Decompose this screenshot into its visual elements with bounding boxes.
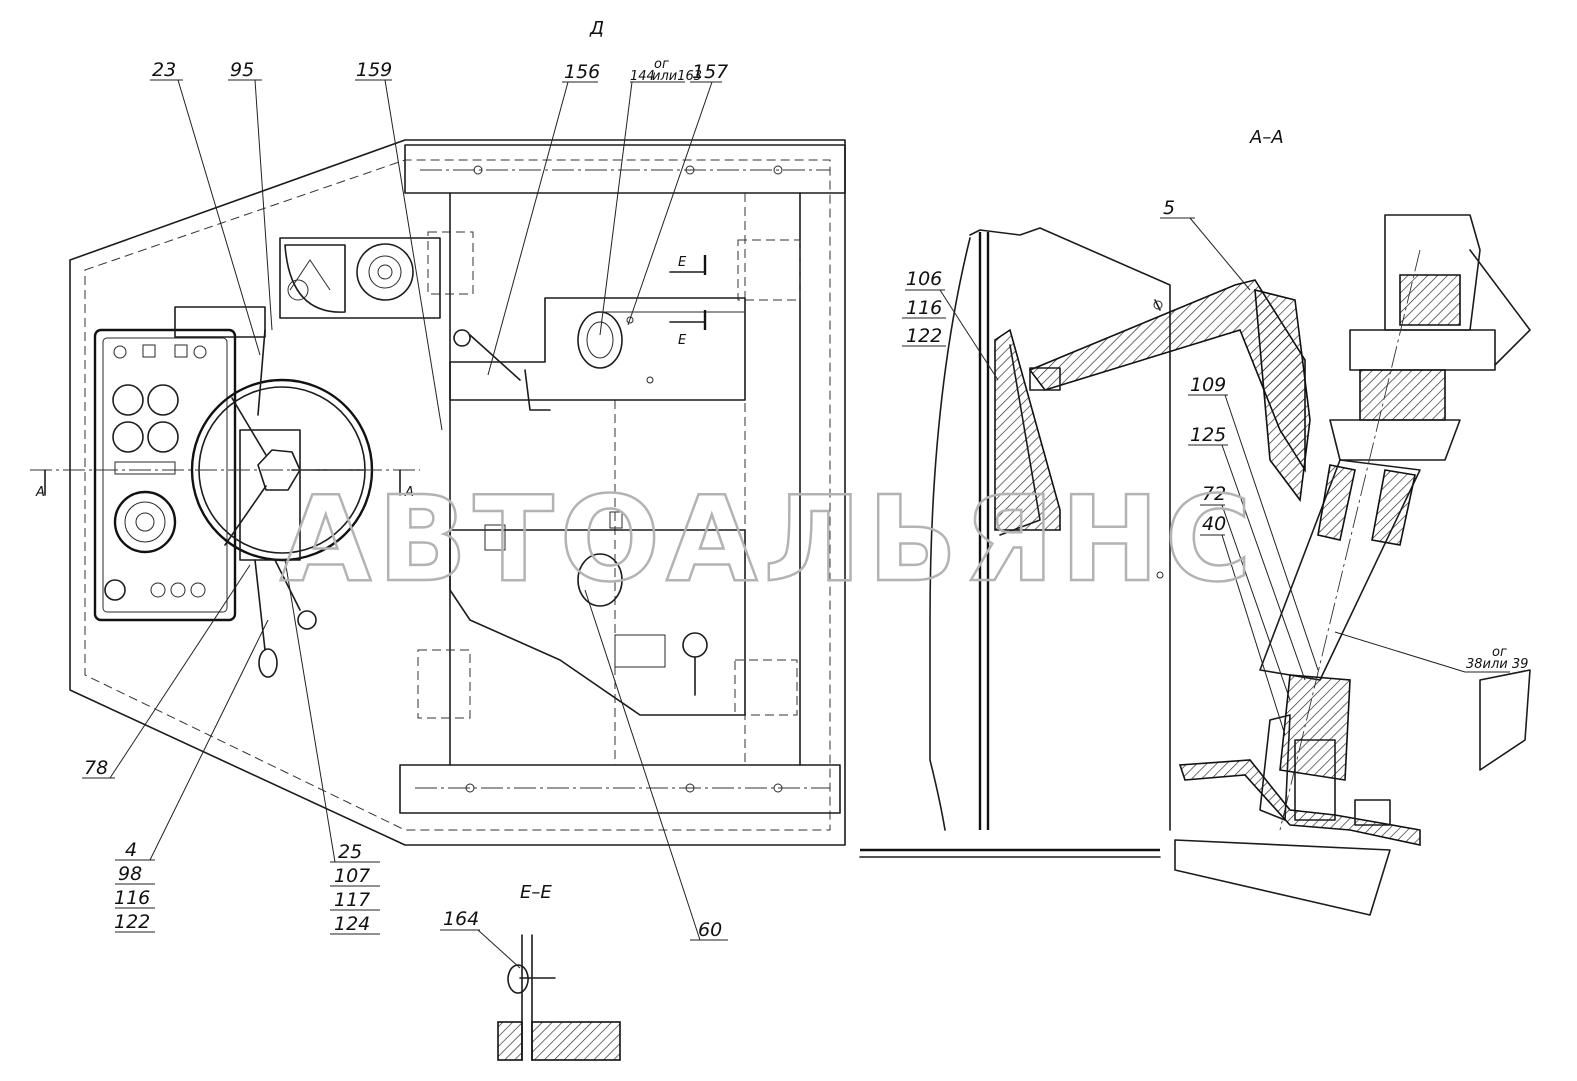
stack-4-item-1: 98 (118, 863, 142, 885)
callout-157: 157 (692, 61, 728, 83)
callout-38-or: ог (1492, 645, 1507, 660)
callout-60: 60 (698, 919, 722, 941)
section-mark-e-bottom: Е (678, 333, 687, 348)
stack-106-item-1: 116 (906, 297, 942, 319)
stack-25-item-2: 117 (334, 889, 370, 911)
stack-callout-25: 25 107 117 124 (330, 841, 380, 935)
section-mark-a-right: А (404, 485, 414, 500)
callout-144-or: ог (654, 57, 669, 72)
callout-156: 156 (564, 61, 600, 83)
callout-144-alt: или163 (652, 69, 702, 84)
section-ee-title: Е–Е (520, 882, 552, 903)
section-line-ee (669, 255, 707, 330)
callout-164: 164 (443, 908, 479, 930)
stack-4-item-0: 4 (125, 839, 137, 861)
stack-106-item-2: 122 (906, 325, 942, 347)
section-mark-a-left: А (35, 485, 45, 500)
instrument-panel (93, 306, 266, 622)
stack-25-item-1: 107 (334, 865, 370, 887)
seat-box (279, 237, 441, 319)
stack-25-item-3: 124 (334, 913, 370, 935)
callout-159: 159 (356, 59, 392, 81)
stack-4-item-3: 122 (114, 911, 150, 933)
stack-callout-4: 4 98 116 122 (114, 839, 155, 933)
callout-125: 125 (1190, 424, 1226, 446)
callout-144: 144 (630, 69, 655, 84)
callout-40: 40 (1202, 513, 1226, 535)
stack-4-item-2: 116 (114, 887, 150, 909)
main-view-label: Д (589, 18, 604, 39)
callout-109: 109 (1190, 374, 1226, 396)
levers (254, 329, 317, 678)
pedal-box-lower (449, 511, 746, 716)
bottom-crossbar (399, 764, 841, 814)
column-lower-bearing (1174, 669, 1531, 916)
side-rails (449, 192, 801, 766)
leader-lines-aa (905, 217, 1510, 736)
section-aa-panel (859, 227, 1171, 858)
callout-38: 38или 39 (1466, 657, 1528, 672)
leader-lines-main (82, 79, 728, 941)
pedal-box-upper (449, 297, 746, 411)
section-aa-bracket (994, 279, 1311, 536)
top-crossbar (404, 144, 846, 194)
section-aa-title: А–А (1249, 127, 1284, 148)
callout-72: 72 (1202, 483, 1226, 505)
callout-78: 78 (84, 757, 108, 779)
steering-column (1259, 214, 1531, 831)
callout-23: 23 (152, 59, 176, 81)
section-ee-detail (440, 929, 621, 1061)
callout-5: 5 (1163, 197, 1175, 219)
dashed-brackets (417, 231, 801, 719)
stack-callout-106: 106 116 122 (902, 268, 946, 347)
stack-25-item-0: 25 (338, 841, 362, 863)
stack-106-item-0: 106 (906, 268, 942, 290)
section-line-aa (30, 469, 420, 496)
watermark: АВТОАЛЬЯНС (280, 470, 1258, 608)
section-mark-e-top: Е (678, 255, 687, 270)
callout-95: 95 (230, 59, 254, 81)
